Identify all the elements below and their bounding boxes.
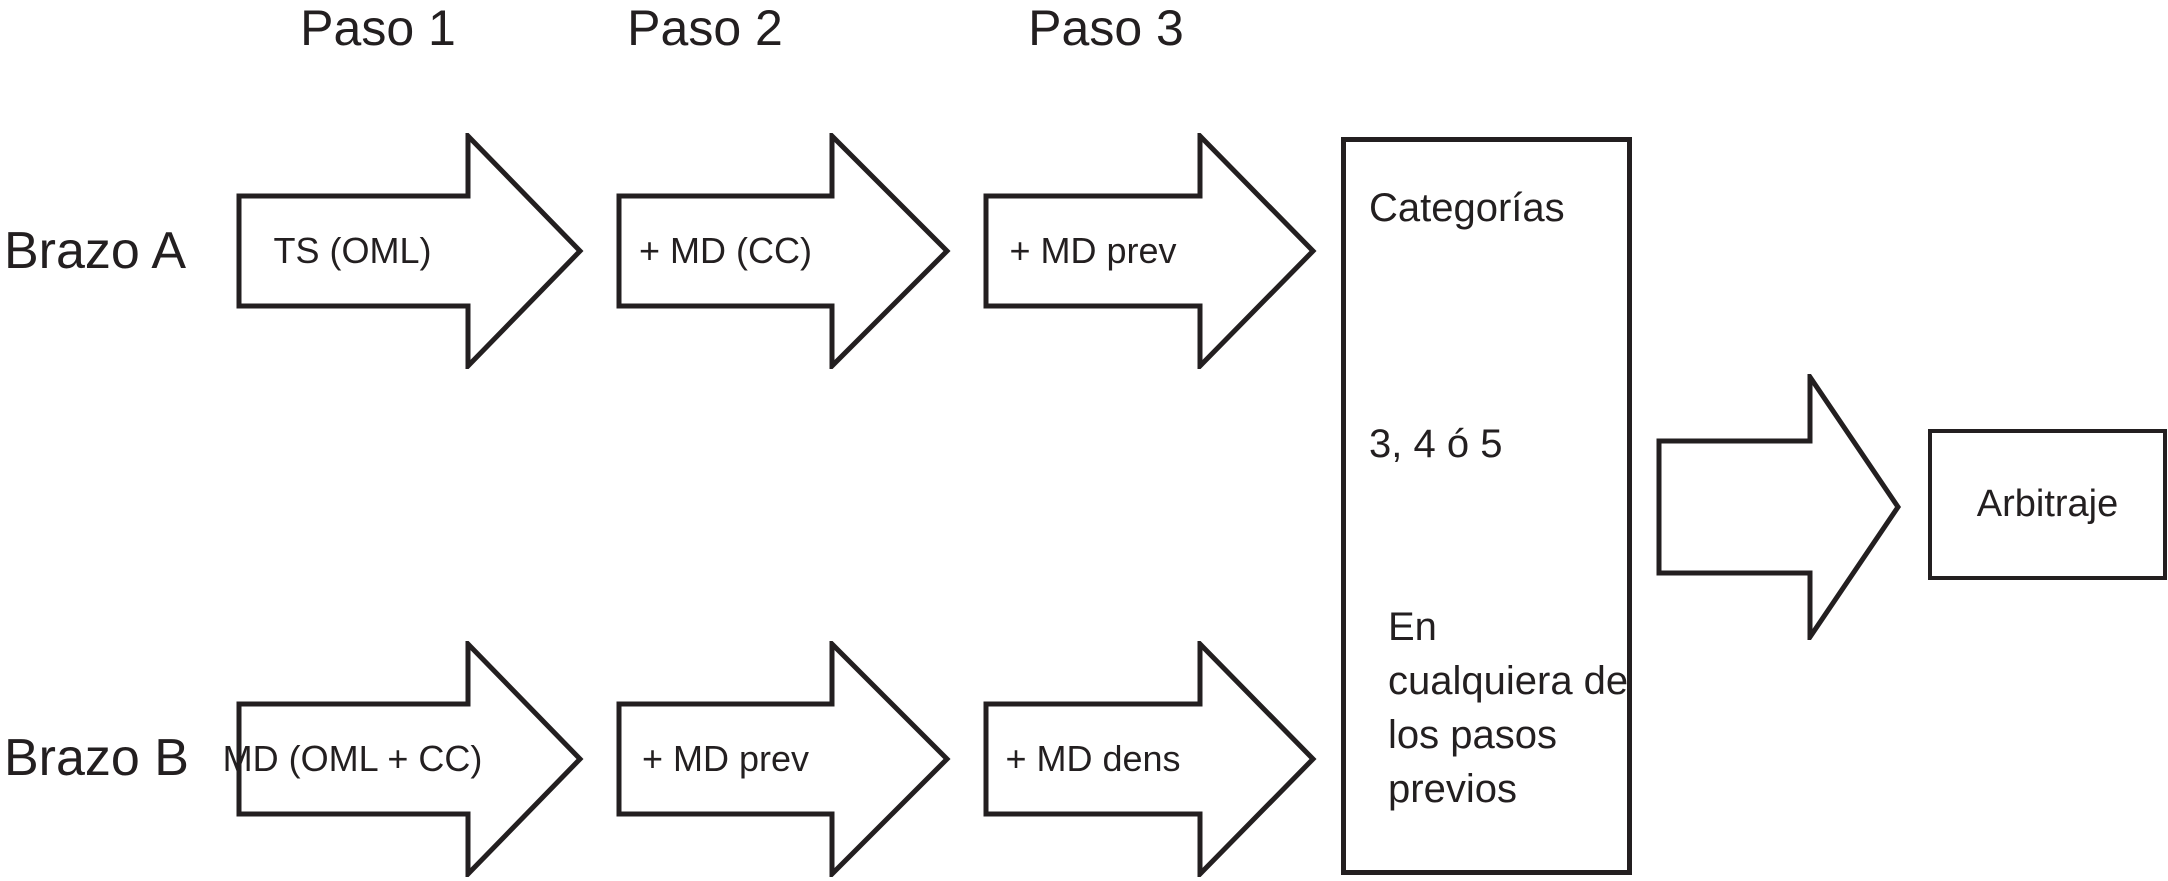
arm-label-brazo-b: Brazo B [4, 729, 189, 787]
block-arrow-a-step1 [236, 133, 584, 369]
block-arrow-a-step3 [983, 133, 1317, 369]
arrow-label-a-step1: TS (OML) [273, 230, 432, 271]
step-label-paso-3: Paso 3 [1028, 0, 1184, 56]
categories-box-values: 3, 4 ó 5 [1369, 422, 1503, 466]
arrow-label-a-step2: + MD (CC) [639, 230, 812, 271]
arrow-label-b-step3: + MD dens [1005, 738, 1181, 779]
block-arrow-a-step2 [616, 133, 951, 369]
block-arrow-to-outcome [1656, 374, 1902, 640]
block-arrow-b-step2 [616, 641, 951, 877]
arrow-label-b-step1: MD (OML + CC) [222, 738, 483, 779]
arrow-label-a-step3: + MD prev [1009, 230, 1177, 271]
block-arrow-b-step1 [236, 641, 584, 877]
arrow-label-b-step2: + MD prev [641, 738, 810, 779]
step-label-paso-1: Paso 1 [300, 0, 456, 56]
categories-box: Categorías 3, 4 ó 5 En cualquiera de los… [1341, 137, 1632, 875]
step-label-paso-2: Paso 2 [627, 0, 783, 56]
categories-box-title: Categorías [1369, 186, 1565, 230]
outcome-box-label: Arbitraje [1976, 483, 2119, 525]
categories-box-note: En cualquiera de los pasos previos [1388, 605, 1629, 811]
arm-label-brazo-a: Brazo A [4, 222, 187, 280]
block-arrow-b-step3 [983, 641, 1317, 877]
outcome-box: Arbitraje [1928, 429, 2167, 580]
